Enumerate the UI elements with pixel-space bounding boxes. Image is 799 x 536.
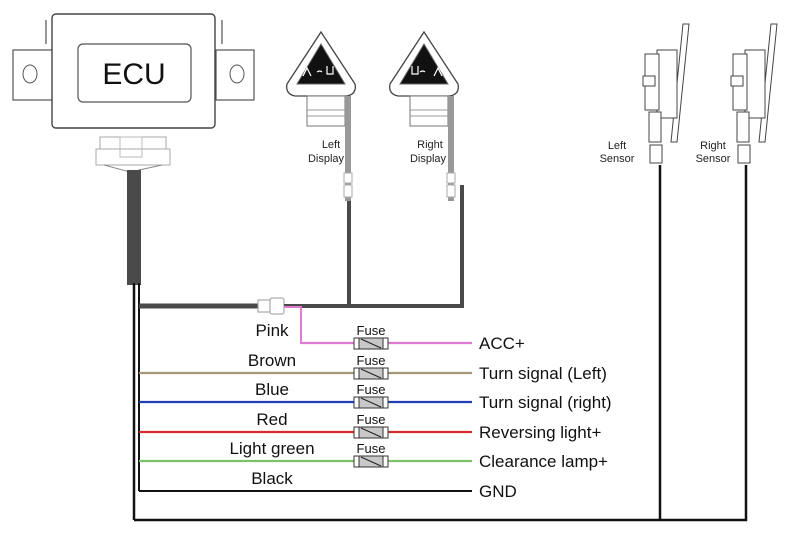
- fuse: Fuse: [353, 441, 389, 468]
- left-display: [286, 30, 356, 201]
- left-sensor: [642, 23, 690, 164]
- terminal-label: GND: [479, 482, 517, 501]
- fuse-label: Fuse: [357, 441, 386, 456]
- right-sensor-label-line1: Right: [700, 140, 726, 152]
- car-radar-left-icon: [302, 66, 334, 77]
- fuse-label: Fuse: [357, 412, 386, 427]
- fuse: Fuse: [353, 353, 389, 380]
- fuse-label: Fuse: [357, 323, 386, 338]
- fuse: Fuse: [353, 412, 389, 439]
- wire-color-label: Blue: [255, 380, 289, 399]
- left-sensor-label-line2: Sensor: [600, 153, 635, 165]
- ecu-label: ECU: [102, 58, 165, 91]
- left-display-label-line2: Display: [308, 153, 345, 165]
- terminal-label: Turn signal (right): [479, 393, 612, 412]
- fuse: Fuse: [353, 323, 389, 350]
- right-sensor: [730, 23, 778, 164]
- right-display: [389, 30, 459, 201]
- ecu-module: ECU: [12, 13, 255, 173]
- fuse-label: Fuse: [357, 353, 386, 368]
- pink-branch-wire: [284, 306, 352, 344]
- ecu-right-mount-hole: [229, 64, 245, 84]
- right-sensor-label-line2: Sensor: [696, 153, 731, 165]
- terminal-label: Turn signal (Left): [479, 364, 607, 383]
- terminal-label: Reversing light+: [479, 423, 601, 442]
- left-sensor-label-line1: Left: [608, 140, 626, 152]
- ecu-cable-bundle: [127, 170, 141, 285]
- terminal-label: ACC+: [479, 334, 525, 353]
- left-display-label-line1: Left: [322, 139, 340, 151]
- fuse-label: Fuse: [357, 382, 386, 397]
- wire-color-label: Light green: [229, 439, 314, 458]
- wire-color-label: Red: [256, 410, 287, 429]
- ecu-left-mount-hole: [22, 64, 38, 84]
- fuse: Fuse: [353, 382, 389, 409]
- right-display-label-line2: Display: [410, 153, 447, 165]
- wire-color-label: Pink: [255, 321, 289, 340]
- right-display-label-line1: Right: [417, 139, 443, 151]
- inline-connector: [257, 297, 285, 315]
- ecu-label-plate: [77, 43, 192, 103]
- wire-color-label: Black: [251, 469, 293, 488]
- car-radar-right-icon: [411, 66, 443, 77]
- ecu-connector: [95, 136, 171, 173]
- right-sensor-wire: [134, 165, 748, 522]
- wire-color-label: Brown: [248, 351, 296, 370]
- terminal-label: Clearance lamp+: [479, 452, 608, 471]
